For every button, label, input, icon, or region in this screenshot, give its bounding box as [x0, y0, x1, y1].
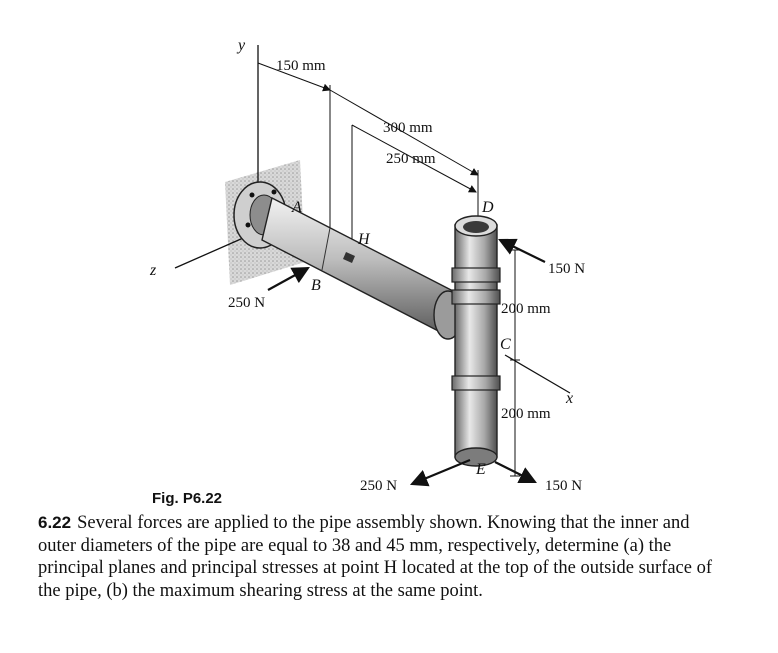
point-label-a: A — [291, 199, 302, 216]
axis-label-y: y — [236, 37, 246, 54]
flange-bolt-4 — [271, 189, 277, 195]
dim-label-300: 300 mm — [383, 120, 433, 136]
pipe-top-bore — [463, 221, 489, 233]
problem-text: Several forces are applied to the pipe a… — [38, 513, 713, 601]
problem-number: 6.22 — [38, 513, 72, 532]
vertical-pipe — [454, 224, 498, 458]
dim-250-line — [351, 124, 477, 193]
point-label-e: E — [475, 461, 486, 478]
collar-mid-top — [451, 289, 501, 305]
collar-top — [451, 267, 501, 283]
point-label-b: B — [311, 277, 321, 294]
force-label-150N-E: 150 N — [545, 478, 582, 494]
z-axis-line — [174, 234, 251, 269]
dim-label-150: 150 mm — [276, 58, 326, 74]
flange-bolt-1 — [249, 192, 255, 198]
force-label-250N-B: 250 N — [228, 295, 265, 311]
pipe-joint-line — [321, 227, 331, 271]
force-label-150N-D: 150 N — [548, 261, 585, 277]
flange-bolt-2 — [245, 222, 251, 228]
dim-150-line — [257, 62, 331, 92]
dim-300-line — [329, 89, 479, 176]
axis-label-x: x — [565, 390, 573, 407]
axis-label-z: z — [149, 262, 157, 279]
force-arrow-250N-B — [267, 266, 310, 291]
point-h-marker — [343, 252, 355, 263]
dim-label-200-bottom: 200 mm — [501, 406, 551, 422]
figure-caption: Fig. P6.22 — [152, 490, 223, 507]
dim-label-200-top: 200 mm — [501, 301, 551, 317]
point-label-d: D — [481, 199, 494, 216]
force-arrow-250N-E — [409, 458, 471, 487]
x-axis-line — [504, 354, 571, 394]
force-arrow-150N-E — [494, 461, 537, 483]
point-label-c: C — [500, 336, 511, 353]
collar-mid-bottom — [451, 375, 501, 391]
dim-label-250: 250 mm — [386, 151, 436, 167]
force-label-250N-E: 250 N — [360, 478, 397, 494]
point-label-h: H — [357, 231, 371, 248]
horizontal-pipe — [261, 196, 456, 337]
force-arrow-150N-D — [498, 238, 546, 263]
pipe-assembly-figure: y z x A B H D C E 150 mm 300 mm 250 mm 2… — [149, 37, 585, 494]
